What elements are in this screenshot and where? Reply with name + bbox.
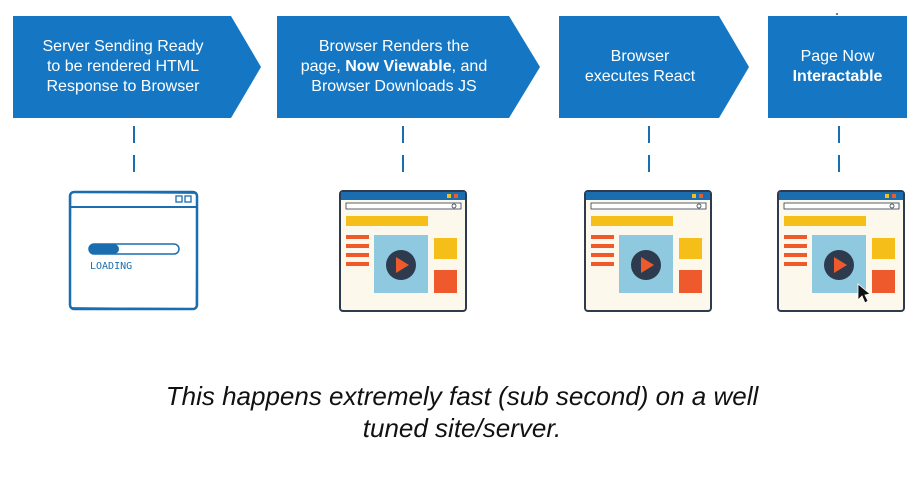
caption-line-2: tuned site/server. (362, 413, 562, 443)
step-browser-renders-label: Browser Renders the page, Now Viewable, … (300, 38, 488, 95)
caption: This happens extremely fast (sub second)… (62, 380, 862, 444)
interactive-browser-icon (777, 190, 905, 312)
caption-line-1: This happens extremely fast (sub second)… (165, 381, 759, 411)
step-page-interactable: Page Now Interactable (768, 16, 907, 118)
step-browser-executes-label: Browser executes React (584, 48, 696, 85)
loading-browser-icon: LOADING (68, 190, 199, 311)
connector-dash (838, 126, 840, 143)
loading-label: LOADING (90, 261, 132, 272)
react-executing-browser-icon (584, 190, 712, 312)
step-browser-executes: Browser executes React (559, 16, 749, 118)
step-browser-renders: Browser Renders the page, Now Viewable, … (277, 16, 540, 118)
step-server-sending: Server Sending Ready to be rendered HTML… (13, 16, 261, 118)
rendered-page-browser-icon (339, 190, 467, 312)
stray-dot (836, 13, 838, 15)
connector-dash (838, 155, 840, 172)
step-page-interactable-label: Page Now Interactable (792, 48, 883, 85)
connector-dash (648, 155, 650, 172)
connector-dash (402, 155, 404, 172)
connector-dash (133, 155, 135, 172)
connector-dash (133, 126, 135, 143)
connector-dash (648, 126, 650, 143)
step-server-sending-label: Server Sending Ready to be rendered HTML… (42, 38, 204, 95)
connector-dash (402, 126, 404, 143)
mouse-cursor-icon (857, 283, 871, 304)
